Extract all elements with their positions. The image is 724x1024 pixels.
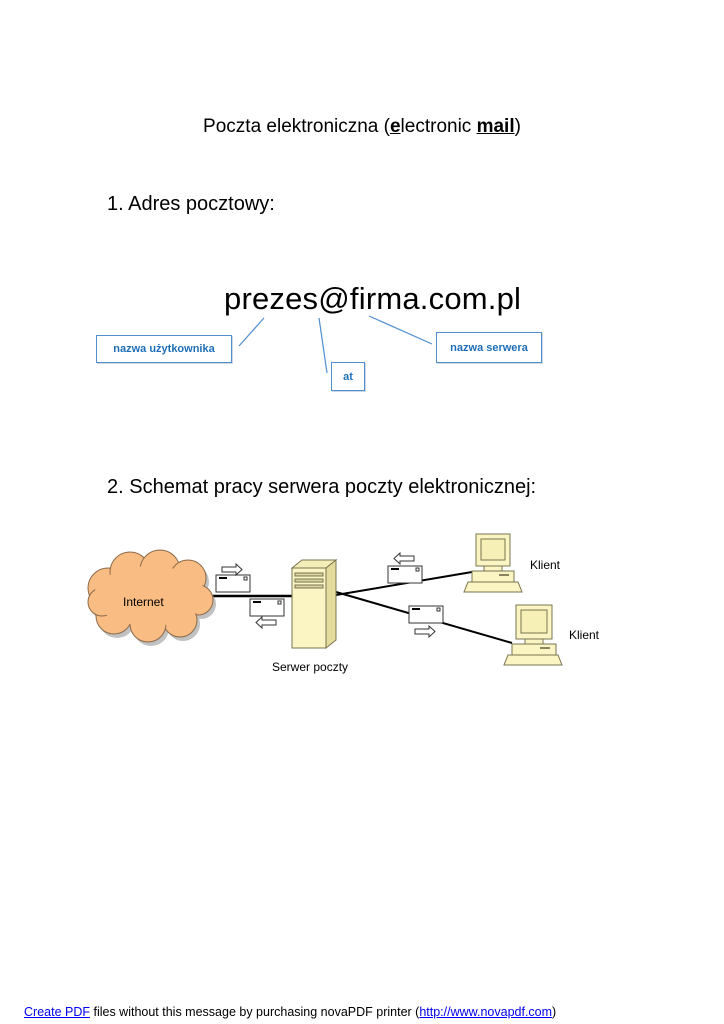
novapdf-link[interactable]: http://www.novapdf.com — [419, 1005, 553, 1019]
callout-lines — [238, 315, 433, 374]
label-at: at — [331, 362, 365, 391]
internet-cloud-icon — [87, 549, 216, 646]
title-prefix: Poczta elektroniczna ( — [203, 116, 390, 137]
create-pdf-link[interactable]: Create PDF — [24, 1005, 90, 1019]
server-label: Serwer poczty — [272, 660, 348, 674]
section1-heading: 1. Adres pocztowy: — [107, 193, 275, 215]
footer-text: files without this message by purchasing… — [90, 1005, 420, 1019]
callout-line-server — [368, 315, 433, 345]
client1-label: Klient — [530, 558, 561, 572]
envelope-icon — [387, 565, 423, 584]
title-mid: lectronic — [400, 116, 477, 137]
client-computer-icon — [463, 533, 523, 593]
mail-server-diagram: Internet Serwer poczty — [87, 533, 600, 674]
callout-line-at — [318, 317, 328, 374]
footer-close: ) — [552, 1005, 557, 1019]
label-server-name: nazwa serwera — [436, 332, 542, 363]
label-username: nazwa użytkownika — [96, 335, 232, 363]
document-title: Poczta elektroniczna (electronic mail) — [0, 116, 724, 138]
envelope-icon — [215, 574, 251, 593]
server-icon — [290, 558, 338, 650]
envelope-icon — [408, 605, 444, 624]
arrow-left-icon — [255, 615, 277, 630]
pdf-footer: Create PDF files without this message by… — [24, 1005, 556, 1019]
client-computer-icon — [503, 604, 563, 666]
callout-line-username — [238, 317, 265, 347]
title-suffix: ) — [514, 116, 521, 137]
arrow-right-icon — [221, 562, 243, 577]
envelope-icon — [249, 598, 285, 617]
title-mail: mail — [476, 116, 515, 137]
email-address: prezes@firma.com.pl — [224, 281, 522, 316]
title-e: e — [389, 116, 401, 137]
client2-label: Klient — [569, 628, 600, 642]
section2-heading: 2. Schemat pracy serwera poczty elektron… — [107, 476, 537, 498]
internet-label: Internet — [123, 595, 164, 609]
arrow-right-icon — [414, 624, 436, 639]
arrow-left-icon — [393, 551, 415, 566]
